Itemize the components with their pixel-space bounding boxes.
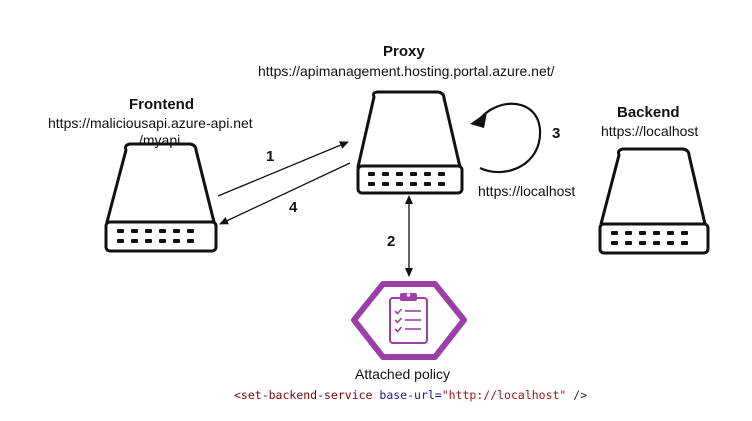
- proxy-url: https://apimanagement.hosting.portal.azu…: [258, 63, 555, 79]
- backend-title: Backend: [617, 104, 680, 121]
- clipboard-checklist-icon: [389, 293, 428, 344]
- proxy-title: Proxy: [383, 43, 425, 60]
- frontend-server-icon: [104, 142, 218, 253]
- step-3-label: 3: [552, 125, 561, 142]
- step-2-label: 2: [387, 233, 396, 250]
- loop-arrow-3: [478, 102, 542, 174]
- backend-server-icon: [598, 147, 710, 255]
- arrow-1: [217, 141, 349, 197]
- loop-arrowhead: [470, 112, 487, 128]
- loop-label: https://localhost: [478, 183, 576, 199]
- policy-code-close: />: [566, 388, 588, 402]
- backend-url: https://localhost: [601, 123, 699, 139]
- policy-label: Attached policy: [355, 366, 450, 382]
- policy-code: <set-backend-service base-url="http://lo…: [234, 388, 587, 402]
- policy-code-attr: base-url=: [372, 388, 442, 402]
- policy-code-value: "http://localhost": [441, 388, 567, 402]
- policy-code-tag: <set-backend-service: [234, 388, 373, 402]
- frontend-title: Frontend: [129, 96, 194, 113]
- policy-hexagon: [351, 281, 467, 360]
- step-1-label: 1: [266, 148, 275, 165]
- step-4-label: 4: [289, 199, 298, 216]
- proxy-server-icon: [356, 90, 464, 195]
- frontend-url-line1: https://maliciousapi.azure-api.net: [48, 115, 253, 131]
- arrow-4: [219, 162, 351, 225]
- frontend-url-line2: /myapi: [139, 132, 181, 148]
